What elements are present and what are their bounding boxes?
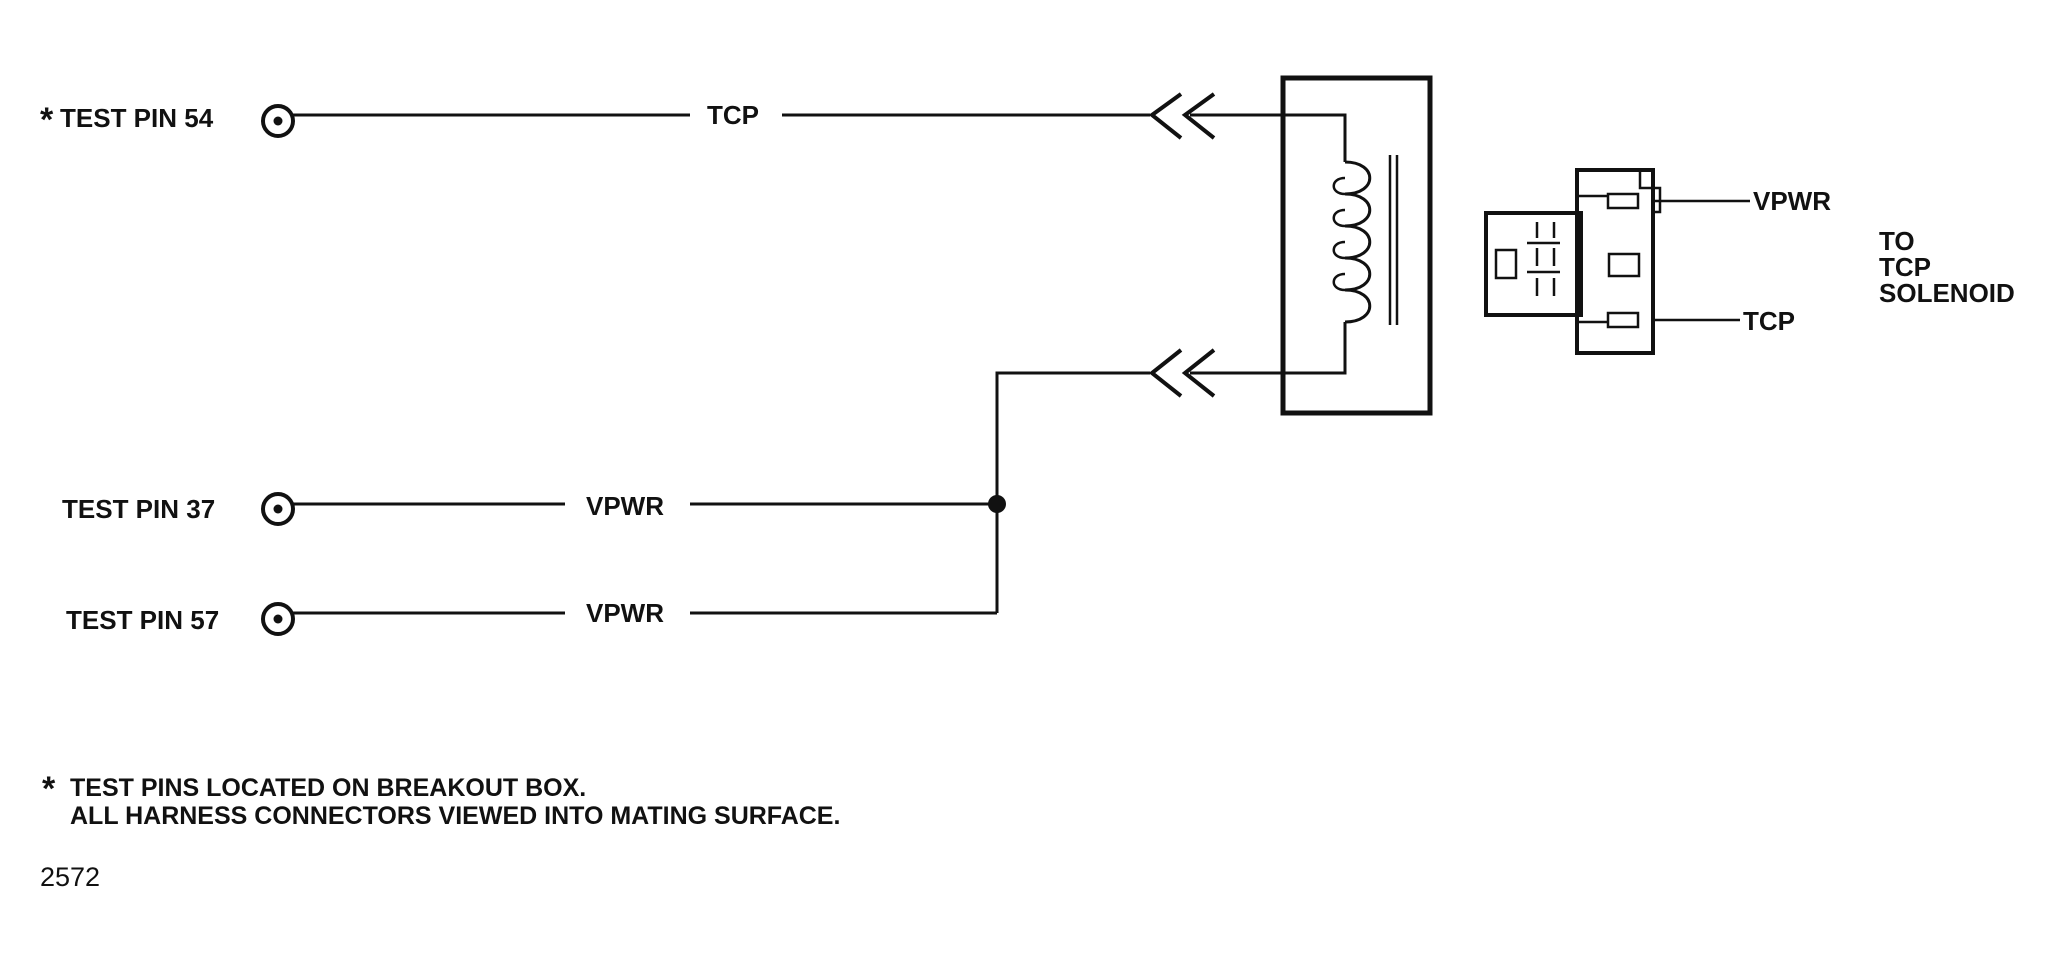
test-pin-37-row: TEST PIN 37 VPWR	[62, 491, 997, 526]
footnote-line-2: ALL HARNESS CONNECTORS VIEWED INTO MATIN…	[70, 802, 840, 830]
destination-line-1: TO	[1879, 226, 1915, 256]
destination-line-2: TCP	[1879, 252, 1931, 282]
footnote-line-1: TEST PINS LOCATED ON BREAKOUT BOX.	[70, 774, 586, 802]
connector-chevron-vpwr-icon	[1148, 348, 1330, 398]
test-pin-37-terminal-icon[interactable]	[261, 492, 295, 526]
splice-dot-icon	[988, 495, 1006, 513]
test-pin-57-row: TEST PIN 57 VPWR	[66, 598, 997, 636]
wire-vpwr-label: VPWR	[586, 491, 664, 521]
footnote-asterisk: *	[42, 770, 56, 808]
test-pin-54-terminal-icon[interactable]	[261, 104, 295, 138]
connector-vpwr-label: VPWR	[1753, 186, 1831, 216]
test-pin-57-terminal-icon[interactable]	[261, 602, 295, 636]
connector-chevron-tcp-icon	[1148, 92, 1330, 140]
harness-connector-icon	[1484, 168, 1750, 355]
footnote: * TEST PINS LOCATED ON BREAKOUT BOX. ALL…	[42, 770, 840, 830]
test-pin-57-label: TEST PIN 57	[66, 605, 219, 635]
connector-tcp-label: TCP	[1743, 306, 1795, 336]
tcp-solenoid-coil-icon	[1280, 75, 1433, 416]
test-pin-37-label: TEST PIN 37	[62, 494, 215, 524]
asterisk-marker: *	[40, 101, 54, 139]
test-pin-54-label: TEST PIN 54	[60, 103, 214, 133]
destination-label: TO TCP SOLENOID	[1879, 226, 2015, 308]
test-pin-54-row: * TEST PIN 54 TCP	[40, 100, 1150, 139]
figure-number: 2572	[40, 862, 100, 892]
wire-tcp-label: TCP	[707, 100, 759, 130]
destination-line-3: SOLENOID	[1879, 278, 2015, 308]
wire-vpwr-label: VPWR	[586, 598, 664, 628]
vpwr-junction	[988, 371, 1150, 613]
